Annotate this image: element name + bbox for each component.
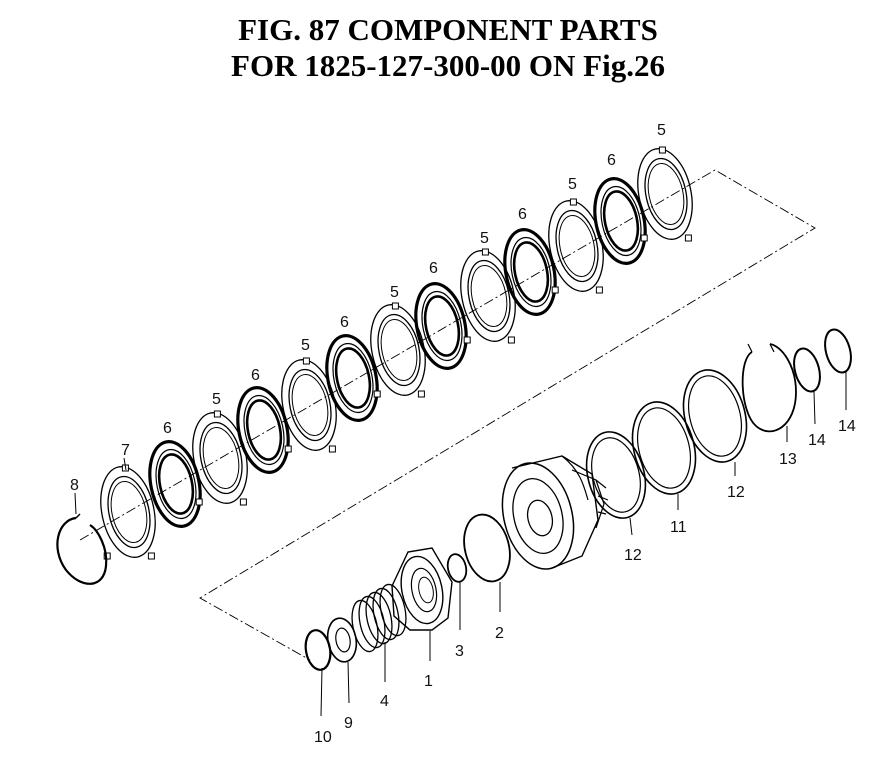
callout-6: 6 [163,420,172,437]
callout-5: 5 [480,230,489,247]
callout-12: 12 [727,484,745,501]
friction-disc-6 [236,386,290,474]
ring-12-b [682,369,748,463]
steel-plate-5 [192,410,248,506]
callout-11: 11 [670,519,687,536]
o-ring-3 [446,553,468,583]
friction-disc-6 [593,177,647,265]
callout-5: 5 [390,284,399,301]
callout-3: 3 [455,643,464,660]
upper-clutch-pack [100,146,693,560]
callout-6: 6 [607,152,616,169]
ring-12-a [585,431,647,519]
callout-1: 1 [424,673,433,690]
snap-ring-8 [56,513,108,585]
callout-6: 6 [340,314,349,331]
callout-5: 5 [657,122,666,139]
callout-5: 5 [301,337,310,354]
friction-disc-6 [325,334,379,422]
callout-2: 2 [495,625,504,642]
callout-12: 12 [624,547,642,564]
seal-ring-2 [463,513,511,583]
snap-ring-10 [304,629,332,671]
callout-labels: 8 7 6 5 6 5 6 5 6 5 6 5 6 5 10 9 4 1 3 2… [70,122,856,746]
callout-5: 5 [568,176,577,193]
callout-8: 8 [70,477,79,494]
seal-ring-14-a [793,347,821,393]
figure-title-line2: FOR 1825-127-300-00 ON Fig.26 [231,48,665,83]
figure-title-line1: FIG. 87 COMPONENT PARTS [238,12,658,47]
assembly-centerline [79,169,816,661]
callout-6: 6 [518,206,527,223]
callout-6: 6 [251,367,260,384]
leader-lines [74,372,847,717]
callout-14: 14 [808,432,826,449]
steel-plate-5 [637,146,693,242]
callout-13: 13 [779,451,797,468]
friction-disc-6 [148,440,202,528]
callout-5: 5 [212,391,221,408]
ring-11 [631,401,697,495]
callout-6: 6 [429,260,438,277]
piston-1 [391,547,453,631]
seal-ring-14-b [824,328,852,374]
callout-14: 14 [838,418,856,435]
steel-plate-5 [460,248,516,344]
friction-disc-6 [414,282,468,370]
callout-10: 10 [314,729,332,746]
snap-ring-13 [741,343,797,433]
spring-4 [351,583,407,653]
callout-7: 7 [121,442,130,459]
callout-9: 9 [344,715,353,732]
friction-disc-6 [503,228,557,316]
clutch-drum-hub [501,455,609,570]
callout-4: 4 [380,693,389,710]
